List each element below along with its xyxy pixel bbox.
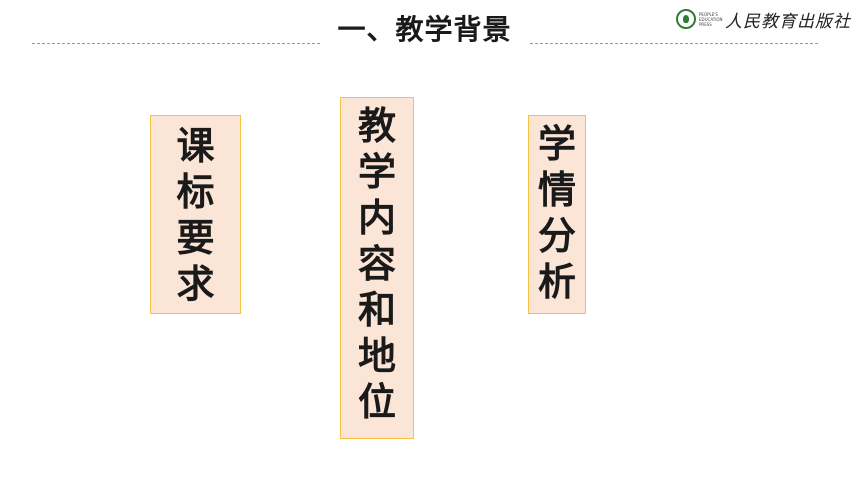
box-label: 教学内容和地位 — [357, 104, 396, 424]
pep-logo-icon — [676, 9, 696, 29]
title-divider-left — [32, 43, 320, 44]
box-label: 学情分析 — [537, 122, 576, 304]
box-curriculum-requirements[interactable]: 课标要求 — [150, 115, 241, 314]
box-student-analysis[interactable]: 学情分析 — [528, 115, 586, 314]
page-title: 一、教学背景 — [337, 13, 512, 46]
title-divider-right — [530, 43, 818, 44]
box-label: 课标要求 — [176, 124, 215, 306]
box-teaching-content-and-position[interactable]: 教学内容和地位 — [340, 97, 414, 439]
logo-english-text: PEOPLE'S EDUCATION PRESS — [699, 11, 723, 27]
publisher-logo: PEOPLE'S EDUCATION PRESS 人民教育出版社 — [676, 7, 851, 32]
logo-publisher-name: 人民教育出版社 — [725, 11, 851, 32]
